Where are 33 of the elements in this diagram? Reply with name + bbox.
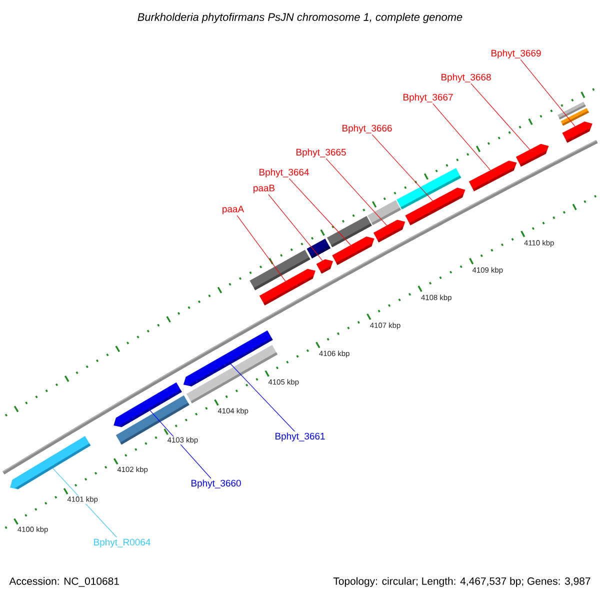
gene-label: Bphyt_R0064: [94, 538, 150, 548]
gene-label: paaA: [222, 206, 244, 214]
gene-label: Bphyt_3661: [276, 432, 325, 442]
gene-block: [10, 436, 91, 490]
footer-text: Accession: NC_010681: [9, 577, 119, 587]
gene-block: [373, 220, 406, 242]
gene-block: [516, 144, 549, 167]
gene-block: [332, 236, 374, 265]
gene-label: Bphyt_3660: [192, 480, 241, 488]
gene-label: Bphyt_3665: [296, 148, 346, 158]
title: Burkholderia phytofirmans PsJN chromosome 1, complete genome: [138, 12, 462, 24]
gene-block: [114, 382, 182, 428]
leader-line: [520, 59, 576, 127]
gene-label: Bphyt_3669: [492, 50, 541, 58]
leader-line: [236, 215, 286, 282]
gene-block: [405, 188, 466, 226]
gene-label: Bphyt_3664: [260, 168, 309, 178]
leader-line: [432, 103, 491, 171]
gene-label: Bphyt_3668: [442, 74, 491, 82]
gene-label: Bphyt_3666: [342, 124, 392, 134]
leader-line: [326, 158, 388, 226]
leader-line: [470, 83, 530, 150]
footer-text: Topology: circular; Length: 4,467,537 bp; Genes: 3,987: [333, 577, 590, 587]
gene-block: [259, 268, 316, 306]
gene-block: [316, 259, 333, 274]
gene-label: Bphyt_3667: [404, 94, 453, 102]
leader-line: [52, 468, 118, 538]
leader-line: [230, 364, 295, 432]
gene-label: paaB: [254, 184, 275, 194]
leader-line: [150, 410, 212, 479]
gene-block: [562, 122, 592, 143]
gene-block: [468, 160, 517, 192]
feature-bar: [306, 238, 330, 258]
